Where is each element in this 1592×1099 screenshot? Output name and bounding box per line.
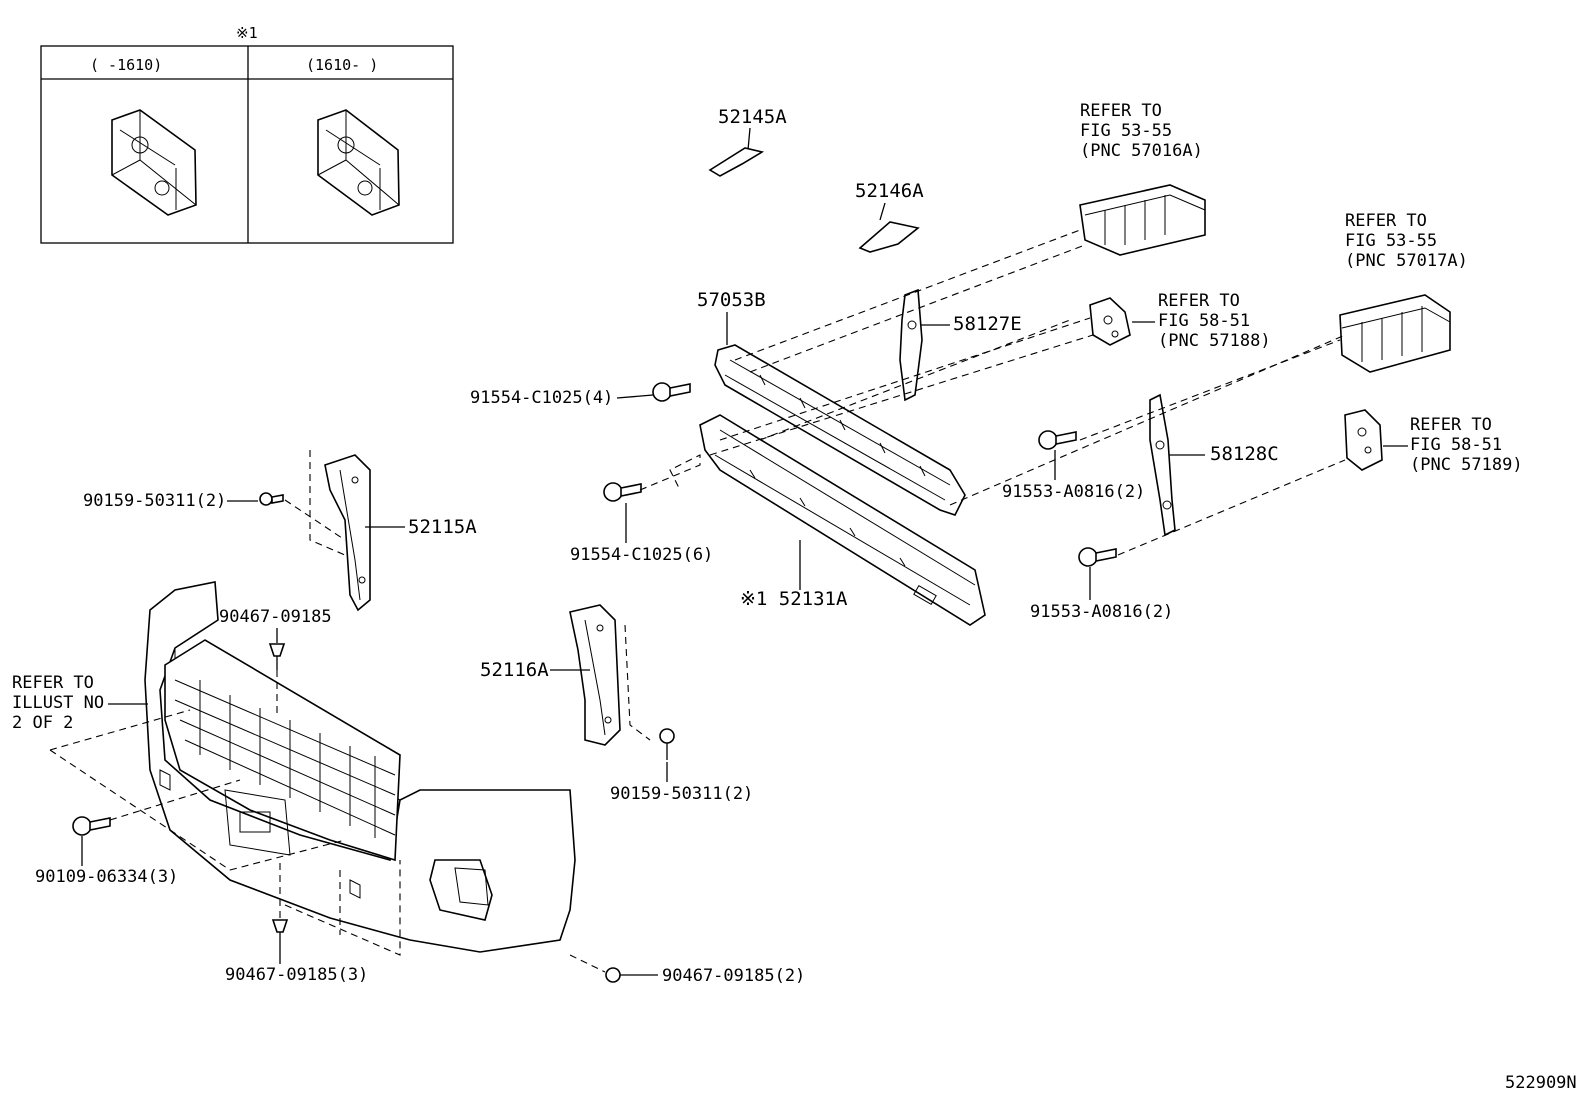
inset-bracket-left [111,109,197,216]
bolt-icons [72,382,1117,983]
part-52145A: 52145A [708,106,787,177]
part-57189-bracket: REFER TO FIG 58-51 (PNC 57189) [1344,409,1523,475]
part-52131A: ※1 52131A [699,414,986,626]
ref-illust-line1: REFER TO [12,673,94,693]
ref-57016A-line1: REFER TO [1080,101,1162,121]
label-90109-06334: 90109-06334(3) [35,867,178,887]
ref-57016A-line2: FIG 53-55 [1080,121,1172,141]
part-52116A: 52116A [480,604,621,746]
bolt-icon [603,482,642,502]
ref-57017A-line3: (PNC 57017A) [1345,251,1468,271]
part-52115A: 52115A [324,454,477,612]
clip-icon [271,919,289,946]
label-58127E: 58127E [953,313,1022,335]
label-90467-09185-a: 90467-09185 [219,607,332,627]
ref-illust-line3: 2 OF 2 [12,713,73,733]
label-90467-09185-2: 90467-09185(2) [662,966,805,986]
part-52146A: 52146A [855,180,924,253]
label-52131A: ※1 52131A [740,588,848,610]
bolt-icon [259,492,284,506]
ref-57017A-line2: FIG 53-55 [1345,231,1437,251]
part-57053B: 57053B [697,289,966,516]
ref-57188-line2: FIG 58-51 [1158,311,1250,331]
bolt-icon [1078,547,1117,567]
label-91554-C1025-6: 91554-C1025(6) [570,545,713,565]
bolt-icon [659,728,675,760]
label-91553-A0816-a: 91553-A0816(2) [1002,482,1145,502]
bolt-icon [72,816,111,836]
ref-illust: REFER TO ILLUST NO 2 OF 2 [12,673,148,733]
part-58128C: 58128C [1149,393,1279,537]
part-bumper-cover [144,581,576,953]
label-52116A: 52116A [480,659,549,681]
inset-box: ※1 ( -1610) (1610- ) [40,24,454,244]
label-52146A: 52146A [855,180,924,202]
ref-57016A-line3: (PNC 57016A) [1080,141,1203,161]
part-57016A-absorber: REFER TO FIG 53-55 (PNC 57016A) [1079,101,1206,256]
label-90159-50311-b: 90159-50311(2) [610,784,753,804]
label-90159-50311-a: 90159-50311(2) [83,491,226,511]
ref-57189-line2: FIG 58-51 [1410,435,1502,455]
ref-57188-line1: REFER TO [1158,291,1240,311]
part-58127E: 58127E [899,288,1022,402]
ref-57188-line3: (PNC 57188) [1158,331,1271,351]
part-57017A-absorber: REFER TO FIG 53-55 (PNC 57017A) [1339,211,1468,373]
diagram-id: 522909N [1505,1073,1577,1093]
clip-icon [605,967,621,983]
ref-illust-line2: ILLUST NO [12,693,104,713]
label-91553-A0816-b: 91553-A0816(2) [1030,602,1173,622]
label-57053B: 57053B [697,289,766,311]
bolt-icon [1038,430,1077,450]
ref-57189-line3: (PNC 57189) [1410,455,1523,475]
label-52115A: 52115A [408,516,477,538]
label-91554-C1025-4: 91554-C1025(4) [470,388,613,408]
inset-bracket-right [317,109,400,216]
assembly-lines [49,229,1346,973]
ref-57017A-line1: REFER TO [1345,211,1427,231]
inset-col-left: ( -1610) [90,56,162,74]
part-57188-bracket: REFER TO FIG 58-51 (PNC 57188) [1089,291,1271,351]
clip-icon [268,643,286,670]
fastener-labels: 91554-C1025(4) 91554-C1025(6) 90159-5031… [35,388,1173,986]
label-58128C: 58128C [1210,443,1279,465]
label-52145A: 52145A [718,106,787,128]
label-90467-09185-3: 90467-09185(3) [225,965,368,985]
inset-note-mark: ※1 [236,24,258,42]
inset-col-right: (1610- ) [306,56,378,74]
bolt-icon [652,382,691,402]
ref-57189-line1: REFER TO [1410,415,1492,435]
